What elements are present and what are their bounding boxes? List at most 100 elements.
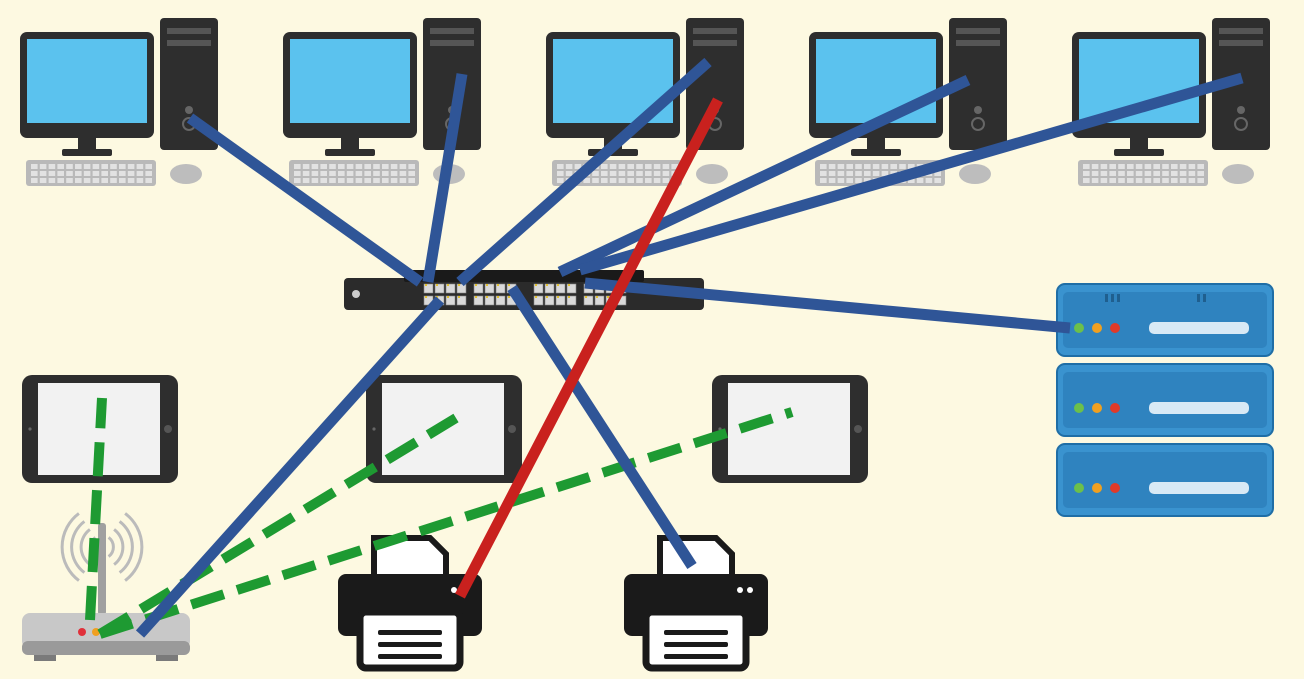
port-led — [546, 284, 548, 286]
keyboard-key — [1171, 164, 1178, 169]
keyboard-key — [636, 164, 643, 169]
status-light-orange — [1092, 323, 1102, 333]
keyboard-key — [934, 171, 941, 176]
keyboard-key — [294, 171, 301, 176]
tower-drive-bay — [693, 28, 737, 34]
port-led — [486, 284, 488, 286]
keyboard-key — [662, 178, 670, 183]
keyboard-key — [373, 171, 380, 176]
keyboard-key — [373, 178, 380, 183]
keyboard-key — [1109, 178, 1116, 183]
port-led — [497, 284, 499, 286]
keyboard-key — [66, 164, 73, 169]
keyboard-key — [1153, 171, 1160, 176]
keyboard-key — [1188, 178, 1196, 183]
keyboard-key — [1109, 171, 1116, 176]
switch-port — [434, 283, 445, 294]
keyboard-key — [408, 171, 415, 176]
keyboard-key — [1118, 178, 1125, 183]
router-base — [22, 641, 190, 655]
server-vent — [1117, 294, 1120, 302]
monitor-base — [325, 149, 375, 156]
keyboard-key — [872, 171, 880, 176]
printed-line — [378, 654, 442, 659]
keyboard-key — [31, 164, 38, 169]
printed-line — [378, 642, 442, 647]
keyboard-key — [119, 164, 126, 169]
wifi-signal-icon — [118, 520, 134, 574]
port-led — [607, 296, 609, 298]
keyboard-key — [31, 178, 38, 183]
keyboard-key — [302, 164, 310, 169]
keyboard-key — [1135, 178, 1143, 183]
monitor-stand — [1130, 138, 1148, 152]
keyboard-key — [1127, 171, 1134, 176]
switch-port — [473, 295, 484, 306]
rack-server-icon — [1056, 283, 1274, 517]
keyboard-key — [338, 178, 345, 183]
port-led — [475, 284, 477, 286]
monitor-stand — [78, 138, 96, 152]
tower-drive-bay — [1219, 40, 1263, 46]
switch-port — [423, 283, 434, 294]
printer-icon — [338, 535, 482, 672]
keyboard-key — [820, 171, 827, 176]
keyboard-key — [828, 171, 836, 176]
keyboard-key — [1144, 178, 1152, 183]
status-light-red — [1110, 483, 1120, 493]
keyboard-key — [1162, 171, 1169, 176]
keyboard-key — [1083, 171, 1090, 176]
keyboard-key — [627, 178, 634, 183]
router-led — [78, 628, 86, 636]
switch-port — [484, 283, 495, 294]
wifi-signal-icon — [70, 520, 86, 574]
router-foot — [156, 655, 178, 661]
switch-port — [495, 283, 506, 294]
keyboard-key — [39, 178, 47, 183]
keyboard-key — [338, 164, 345, 169]
switch-port — [533, 283, 544, 294]
wired-link — [135, 296, 445, 638]
keyboard-key — [618, 178, 626, 183]
keyboard-key — [101, 178, 108, 183]
switch-port — [594, 295, 605, 306]
tower-case — [949, 18, 1007, 150]
keyboard-key — [846, 164, 853, 169]
keyboard-key — [355, 171, 363, 176]
port-led — [568, 284, 570, 286]
keyboard-key — [653, 171, 661, 176]
keyboard-key — [382, 164, 389, 169]
keyboard-key — [1083, 178, 1090, 183]
switch-port — [495, 295, 506, 306]
keyboard-key — [136, 164, 144, 169]
switch-port — [566, 283, 577, 294]
switch-port — [484, 295, 495, 306]
keyboard-key — [855, 164, 862, 169]
wired-link — [422, 73, 468, 283]
wired-link — [456, 57, 712, 287]
keyboard-key — [57, 178, 64, 183]
keyboard-key — [828, 164, 836, 169]
keyboard-key — [908, 178, 915, 183]
tablet-camera — [372, 427, 376, 431]
drive-slot — [1149, 482, 1249, 494]
keyboard-key — [881, 164, 889, 169]
desktop-computer-icon — [546, 18, 744, 186]
keyboard-key — [101, 171, 108, 176]
switch-port — [445, 295, 456, 306]
keyboard-key — [846, 178, 853, 183]
router-foot — [34, 655, 56, 661]
mouse — [1222, 164, 1254, 184]
keyboard-key — [846, 171, 853, 176]
keyboard-key — [916, 178, 924, 183]
keyboard-key — [864, 178, 871, 183]
keyboard-key — [565, 171, 573, 176]
keyboard-key — [1162, 164, 1169, 169]
printed-line — [664, 630, 728, 635]
keyboard-key — [329, 171, 336, 176]
keyboard-key — [408, 178, 415, 183]
keyboard-key — [346, 171, 354, 176]
keyboard-key — [837, 178, 845, 183]
keyboard-key — [601, 164, 608, 169]
keyboard-key — [136, 171, 144, 176]
